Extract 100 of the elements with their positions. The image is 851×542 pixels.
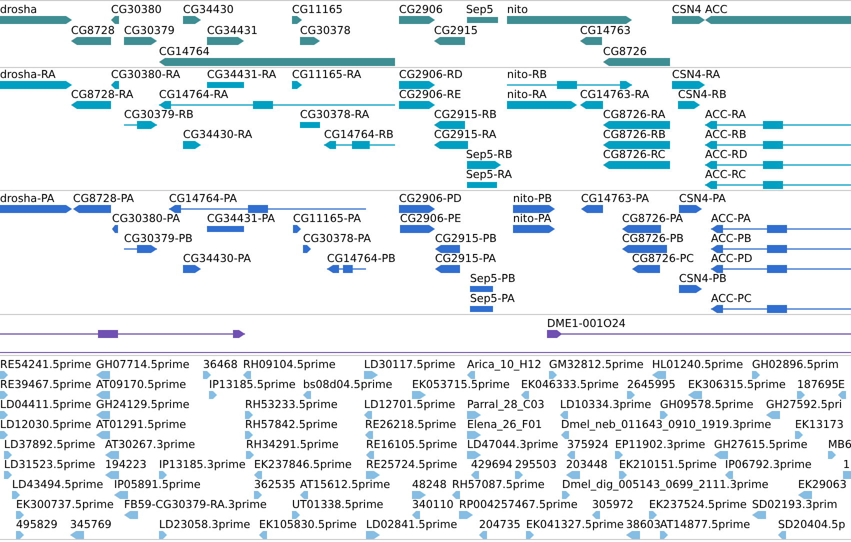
feature-label: AT15612.5prime	[300, 478, 390, 491]
feature-label: ACC-PB	[711, 232, 752, 245]
feature-label: CG8726-PB	[622, 232, 684, 245]
feature-label: GH02896.5prim	[752, 358, 839, 371]
feature-label: 429694	[471, 458, 513, 471]
feature-label: EK13173	[795, 418, 844, 431]
feature-label: IP13185.3prime	[159, 458, 246, 471]
feature-label: AT14877.5prime	[660, 518, 750, 531]
feature-label: CG2915-PB	[435, 232, 497, 245]
feature-label: RE39467.5prime	[0, 378, 92, 391]
feature-label: ACC-RC	[705, 168, 746, 181]
feature-label: ACC-PA	[711, 212, 751, 225]
feature-label: EK29063	[798, 478, 847, 491]
feature-label: CG34431	[207, 24, 258, 37]
feature-label: CG2915-PA	[435, 252, 496, 265]
feature-label: GH07714.5prime	[96, 358, 190, 371]
feature-label: nito-RB	[507, 68, 548, 81]
feature-label: CG2915	[434, 24, 478, 37]
feature-label: RH09104.5prime	[243, 358, 336, 371]
feature-label: LD43494.5prime	[12, 478, 104, 491]
feature-label: LD23058.3prime	[159, 518, 250, 531]
feature-label: ACC-PC	[711, 292, 752, 305]
feature-label: 1	[843, 458, 850, 471]
feature-label: GH27592.5pri	[766, 398, 842, 411]
feature-label: EP11902.3prime	[615, 438, 706, 451]
feature-label: MB6	[828, 438, 851, 451]
feature-label: CG8728-RA	[71, 88, 134, 101]
feature-label: DME1-001O24	[547, 317, 626, 330]
feature-label: CG14763-PA	[581, 192, 649, 205]
feature-label: IP05891.5prime	[114, 478, 201, 491]
feature-label: ACC	[705, 3, 728, 16]
feature-label: EK237524.5prime	[649, 498, 747, 511]
feature-label: Sep5-PB	[470, 272, 516, 285]
feature-label: RH57842.5prime	[245, 418, 338, 431]
feature-label: CG8726-PA	[622, 212, 684, 225]
feature-label: GH27615.5prime	[714, 438, 808, 451]
feature-label: CG34430-RA	[183, 128, 252, 141]
feature-label: ACC-RB	[705, 128, 746, 141]
feature-label: EK105830.5prime	[259, 518, 357, 531]
feature-label: Sep5-RA	[466, 168, 512, 181]
feature-label: Dmel_dig_005143_0699_2111.3prime	[562, 478, 768, 491]
feature-label: CG8728	[71, 24, 115, 37]
feature-label: LD47044.3prime	[467, 438, 558, 451]
feature-label: CG34430-PA	[183, 252, 251, 265]
feature-label: CG14763-RA	[580, 88, 650, 101]
feature-label: EK210151.5prime	[619, 458, 717, 471]
feature-label: GH09578.5prime	[660, 398, 754, 411]
feature-label: CG14764-RA	[159, 88, 228, 101]
feature-label: CG11165-PA	[293, 212, 361, 225]
feature-label: Elena_26_F01	[467, 418, 542, 431]
feature-label: GM32812.5prime	[549, 358, 644, 371]
feature-label: ACC-RD	[705, 148, 748, 161]
feature-label: CG8726-RB	[603, 128, 666, 141]
feature-label: CSN4-PB	[679, 272, 727, 285]
feature-label: IP13185.5prime	[209, 378, 296, 391]
feature-label: CG8726-RA	[603, 108, 666, 121]
feature-label: CG14763	[580, 24, 631, 37]
feature-label: 2645995	[627, 378, 676, 391]
feature-label: HL01240.5prime	[652, 358, 744, 371]
feature-label: LD31523.5prime	[4, 458, 96, 471]
feature-label: CSN4	[672, 3, 702, 16]
feature-label: CG30379	[124, 24, 175, 37]
feature-label: drosha-PA	[0, 192, 54, 205]
feature-label: nito-PA	[513, 212, 552, 225]
feature-label: 48248	[412, 478, 447, 491]
feature-label: CG14764-PA	[169, 192, 237, 205]
feature-label: EK300737.5prime	[16, 498, 114, 511]
feature-label: nito	[507, 3, 528, 16]
feature-label: AT30267.3prime	[105, 438, 196, 451]
feature-label: drosha-RA	[0, 68, 56, 81]
feature-label: EK041327.5prime	[526, 518, 624, 531]
feature-label: Sep5	[466, 3, 494, 16]
feature-label: 340110	[412, 498, 454, 511]
feature-label: LD12030.5prime	[0, 418, 92, 431]
feature-label: RE16105.5prime	[366, 438, 458, 451]
feature-label: RH34291.5prime	[246, 438, 339, 451]
feature-label: 194223	[105, 458, 147, 471]
feature-label: CG34431-RA	[207, 68, 276, 81]
feature-label: CG8726-PC	[632, 252, 694, 265]
feature-label: LD12701.5prime	[364, 398, 456, 411]
feature-label: CG2906-RE	[399, 88, 462, 101]
feature-label: ACC-RA	[705, 108, 746, 121]
feature-label: CG2906-RD	[399, 68, 463, 81]
feature-label: CG30380	[111, 3, 162, 16]
feature-label: Sep5-RB	[466, 148, 512, 161]
feature-label: RE25724.5prime	[366, 458, 458, 471]
feature-label: 295503	[515, 458, 557, 471]
feature-label: EK046333.5prime	[521, 378, 619, 391]
feature-label: 375924	[567, 438, 609, 451]
feature-label: LD37892.5prime	[4, 438, 96, 451]
feature-label: IP06792.3prime	[725, 458, 812, 471]
feature-label: Parral_28_C03	[467, 398, 544, 411]
feature-label: RE26218.5prime	[365, 418, 456, 431]
feature-label: GH24129.5prime	[96, 398, 190, 411]
feature-label: FB59-CG30379-RA.3prime	[124, 498, 267, 511]
feature-label: EK053715.5prime	[412, 378, 510, 391]
feature-label: CG2915-RA	[434, 128, 496, 141]
feature-label: CG30378-PA	[303, 232, 371, 245]
feature-label: E	[838, 378, 845, 391]
feature-label: EK237846.5prime	[254, 458, 352, 471]
